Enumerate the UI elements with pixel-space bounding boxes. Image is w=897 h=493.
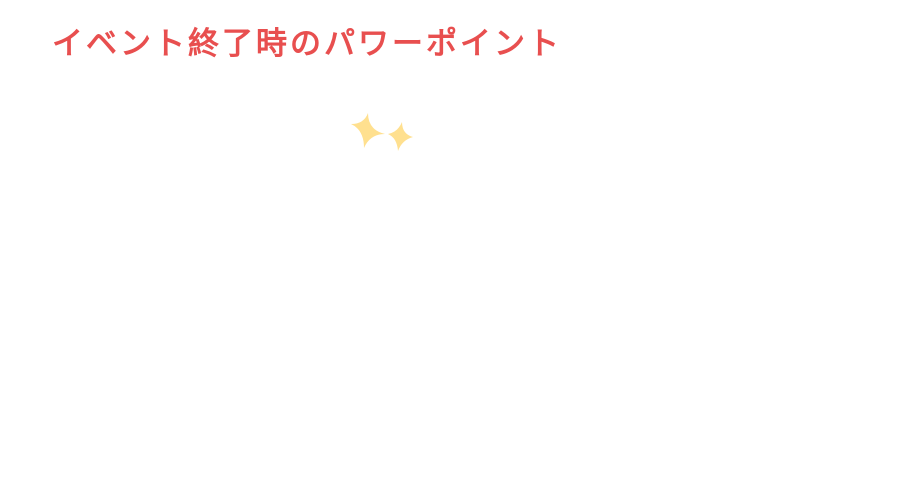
page-title: イベント終了時のパワーポイント — [52, 26, 562, 62]
sparkle-small-icon — [388, 122, 413, 151]
sparkles-icon — [351, 113, 413, 151]
sparkle-large-icon — [351, 113, 385, 148]
